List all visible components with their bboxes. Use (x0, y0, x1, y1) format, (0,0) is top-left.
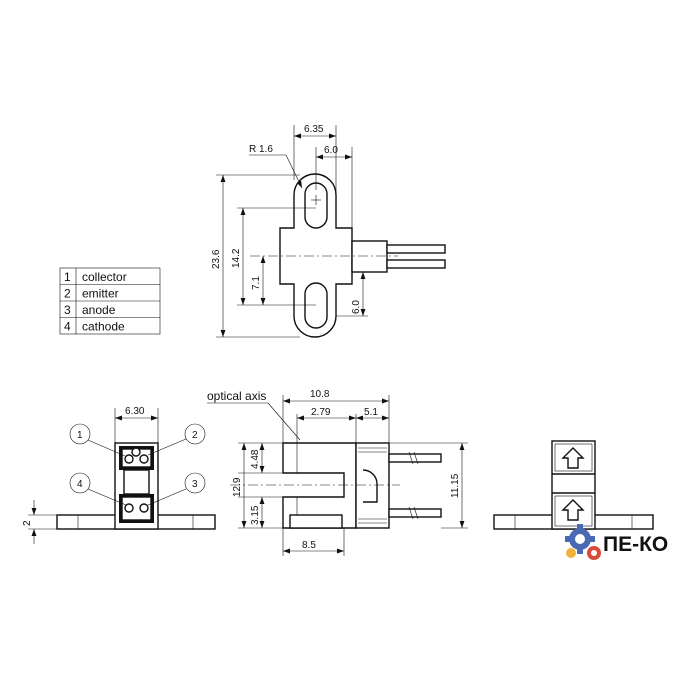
optical-axis-label: optical axis (207, 389, 266, 403)
top-view: 6.35 6.0 R 1.6 23.6 14.2 7.1 6.0 (211, 124, 446, 338)
legend-num: 3 (64, 303, 71, 317)
legend-num: 2 (64, 287, 71, 301)
top-view-lead-housing (351, 240, 388, 273)
dim-height-total: 23.6 (211, 249, 222, 269)
dim-lead-height: 6.0 (351, 300, 362, 314)
dim-side-width: 10.8 (310, 389, 330, 400)
legend-name: collector (82, 270, 127, 284)
up-arrow-icon (561, 447, 585, 469)
dim-hole-pitch: 14.2 (231, 248, 242, 268)
side-lead-upper (388, 453, 442, 463)
dim-width-total: 6.35 (304, 124, 324, 135)
pin-callout: 1 (77, 430, 83, 441)
up-arrow-icon (561, 499, 585, 521)
side-view: optical axis 10.8 2.79 5.1 12.9 4.48 3.1… (207, 389, 468, 556)
dim-half-pitch: 7.1 (251, 276, 262, 290)
logo-text: ПЕ-КО (603, 533, 668, 556)
dim-lead-offset: 5.1 (364, 407, 378, 418)
legend-name: emitter (82, 287, 119, 301)
dim-front-width: 6.30 (125, 406, 145, 417)
side-lead-holder (355, 442, 390, 529)
dim-base-width: 8.5 (302, 540, 316, 551)
legend-num: 4 (64, 320, 71, 334)
pin-callout: 4 (77, 479, 83, 490)
pin-callout: 3 (192, 479, 198, 490)
dim-slot-width: 6.0 (324, 145, 338, 156)
legend-name: cathode (82, 320, 125, 334)
brand-logo: ПЕ-КО (565, 524, 668, 560)
bottom-mounting-hole (304, 282, 328, 329)
side-lead-lower (388, 508, 442, 518)
dim-total-height: 11.15 (450, 473, 461, 498)
pin-callout: 2 (192, 430, 198, 441)
pin-legend: 1 collector 2 emitter 3 anode 4 cathode (59, 267, 161, 335)
dim-radius: R 1.6 (249, 144, 273, 155)
dim-base-height: 2 (22, 520, 33, 526)
top-view-lead-lower (386, 259, 446, 269)
back-view (493, 440, 654, 530)
dim-slot-height: 12.9 (232, 477, 243, 497)
legend-num: 1 (64, 270, 71, 284)
legend-name: anode (82, 303, 116, 317)
top-view-lead-upper (386, 244, 446, 254)
front-view: 6.30 2 1 2 4 3 (22, 406, 216, 544)
dim-axis-offset: 2.79 (311, 407, 331, 418)
gear-icon (565, 524, 601, 560)
back-body (551, 440, 596, 530)
dim-upper: 4.48 (250, 449, 261, 469)
dim-lower: 3.15 (250, 505, 261, 525)
